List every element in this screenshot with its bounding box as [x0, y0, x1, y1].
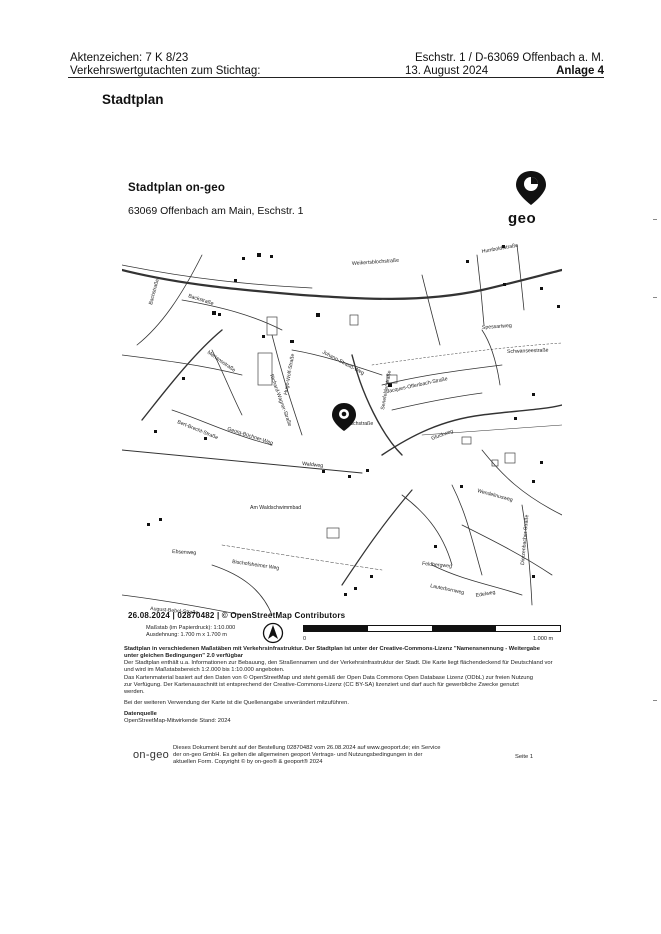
street-label: Eschstraße — [347, 421, 373, 427]
card-title: Stadtplan on-geo — [128, 182, 226, 194]
street-label: August-Bebel-Straße — [150, 606, 199, 616]
scan-mark — [653, 219, 657, 220]
scale-bar — [303, 625, 561, 632]
data-source-line: zur Verfügung. Der Kartenausschnitt ist … — [124, 682, 519, 688]
report-date: 13. August 2024 — [405, 65, 489, 77]
street-label: Schwanseestraße — [507, 348, 549, 355]
footer-text: Dieses Dokument beruht auf der Bestellun… — [173, 745, 441, 751]
street-label: Waldweg — [302, 461, 324, 469]
street-label: Feldbergweg — [422, 561, 453, 570]
street-label: Spessartweg — [482, 323, 512, 331]
extent-text: Ausdehnung: 1.700 m x 1.700 m — [146, 632, 227, 638]
north-arrow-icon — [262, 622, 284, 644]
street-label: Georg-Büchner-Weg — [226, 426, 273, 447]
scale-start: 0 — [303, 636, 307, 642]
geo-location-pin-icon — [516, 171, 546, 205]
street-label: Wendelinusweg — [476, 488, 513, 503]
street-label: Humboldtstraße — [481, 243, 518, 255]
page-number: Seite 1 — [515, 754, 534, 760]
street-label: Weikertsblochstraße — [352, 258, 400, 267]
header-divider — [68, 77, 604, 78]
street-label: Johann-Strauß-Weg — [321, 349, 365, 376]
scale-text: Maßstab (im Papierdruck): 1:10.000 — [146, 625, 236, 631]
street-label: Lauterbornweg — [430, 583, 465, 596]
valuation-label: Verkehrswertgutachten zum Stichtag: — [70, 65, 261, 77]
street-label: Bert-Brecht-Straße — [176, 419, 219, 441]
license-heading: Stadtplan in verschiedenen Maßstäben mit… — [124, 646, 540, 659]
brand-wordmark: geo — [508, 210, 537, 227]
license-text: Der Stadtplan enthält u.a. Informationen… — [124, 660, 553, 673]
map-drawing: Weikertsblochstraße Humboldtstraße Bachs… — [122, 243, 562, 616]
source-label: Datenquelle — [124, 711, 157, 717]
scan-mark — [653, 297, 657, 298]
on-geo-logo: on-geo — [133, 749, 170, 761]
street-label: Edelweg — [475, 590, 496, 599]
scale-end: 1.000 m — [533, 636, 554, 642]
street-label: Jacques-Offenbach-Straße — [386, 376, 448, 395]
data-source-line: werden. — [124, 689, 145, 695]
street-label: Hugo-Wolf-Straße — [283, 353, 296, 395]
map-stamp: 26.08.2024 | 02870482 | © OpenStreetMap … — [128, 611, 346, 620]
footer-text: aktuellen Form. Copyright © by on-geo® &… — [173, 759, 323, 765]
scan-mark — [653, 700, 657, 701]
street-label: Backstraße — [187, 293, 214, 307]
file-number: Aktenzeichen: 7 K 8/23 — [70, 52, 189, 64]
property-address: Eschstr. 1 / D-63069 Offenbach a. M. — [415, 52, 604, 64]
city-map[interactable]: Weikertsblochstraße Humboldtstraße Bachs… — [122, 235, 562, 625]
reuse-note: Bei der weiteren Verwendung der Karte is… — [124, 700, 349, 706]
street-label: Gluckweg — [431, 428, 455, 441]
page-title: Stadtplan — [102, 92, 164, 107]
street-label: Dietzenbacher Straße — [520, 514, 530, 565]
footer-text: der on-geo GmbH. Es gelten die allgemein… — [173, 752, 423, 758]
data-source-line: Das Kartenmaterial basiert auf den Daten… — [124, 675, 533, 681]
target-location-marker-icon — [332, 403, 356, 431]
street-label: Ebsenweg — [172, 549, 197, 556]
card-address: 63069 Offenbach am Main, Eschstr. 1 — [128, 205, 304, 217]
source-value: OpenStreetMap-Mitwirkende Stand: 2024 — [124, 718, 231, 724]
street-label: Bachstraße — [148, 278, 161, 305]
annex-label: Anlage 4 — [556, 65, 604, 77]
street-label: Am Waldschwimmbad — [250, 505, 301, 511]
street-label: Bischofsheimer Weg — [232, 559, 280, 572]
